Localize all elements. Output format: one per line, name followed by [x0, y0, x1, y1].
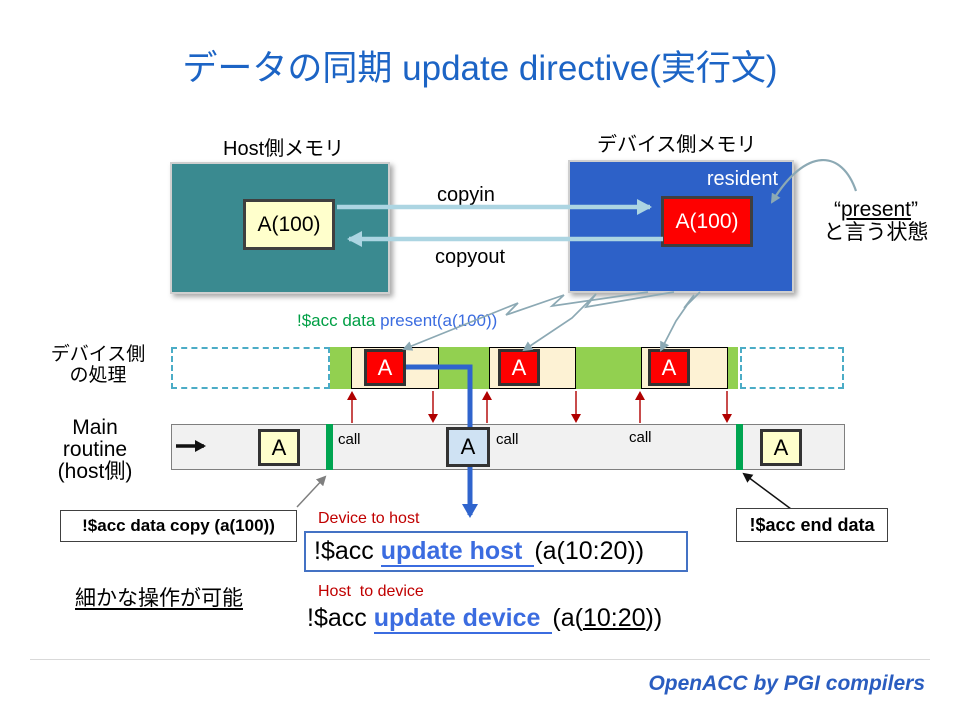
- present-directive-green: !$acc data: [297, 311, 381, 330]
- host-a-cell-updated: A: [446, 427, 490, 467]
- fine-control-note: 細かな操作が可能: [75, 587, 243, 610]
- update-device-directive: !$acc update device (a(10:20)): [307, 604, 663, 634]
- copyin-label: copyin: [437, 184, 495, 206]
- present-link-arrow-2: [522, 291, 675, 352]
- resident-label: resident: [706, 168, 778, 190]
- present-note: “present” と言う状態: [806, 198, 946, 244]
- host-memory-box: A(100): [170, 162, 390, 294]
- host-row-label: Main routine (host側): [57, 416, 133, 483]
- device-memory-box: resident A(100): [568, 160, 794, 293]
- host-to-device-label: Host to device: [318, 583, 424, 600]
- data-copy-directive-box: !$acc data copy (a(100)): [60, 510, 297, 542]
- device-memory-label: デバイス側メモリ: [597, 134, 757, 156]
- host-a-cell-2: A: [760, 429, 802, 466]
- footer-credit: OpenACC by PGI compilers: [648, 672, 925, 695]
- data-region-end-tick: [736, 424, 743, 470]
- call-label-2: call: [496, 431, 519, 448]
- copyout-label: copyout: [435, 246, 506, 268]
- device-a-cell-2: A: [498, 349, 540, 386]
- call-label-3: call: [629, 429, 652, 446]
- data-copy-pointer-arrow: [296, 475, 327, 508]
- update-host-directive: !$acc update host (a(10:20)): [304, 531, 688, 572]
- present-directive-blue: present(a(100)): [380, 311, 498, 330]
- update-host-keyword: update host: [380, 537, 535, 567]
- device-row-dashed-right: [740, 347, 844, 389]
- present-note-line1: “present”: [833, 198, 919, 221]
- device-a-cell-1: A: [364, 349, 406, 386]
- page-title: データの同期 update directive(実行文): [182, 49, 778, 88]
- end-data-pointer-arrow: [742, 472, 792, 510]
- host-array-cell: A(100): [243, 199, 335, 250]
- end-data-directive-box: !$acc end data: [736, 508, 888, 542]
- host-a-cell-1: A: [258, 429, 300, 466]
- footer-divider: [30, 659, 930, 660]
- device-row-dashed-left: [171, 347, 330, 389]
- present-directive: !$acc data present(a(100)): [297, 311, 497, 331]
- device-a-cell-3: A: [648, 349, 690, 386]
- present-note-line2: と言う状態: [823, 221, 929, 244]
- device-to-host-label: Device to host: [318, 510, 420, 527]
- call-label-1: call: [338, 431, 361, 448]
- device-array-cell: A(100): [661, 196, 753, 247]
- update-device-keyword: update device: [373, 604, 553, 634]
- device-row-label: デバイス側 の処理: [50, 344, 146, 386]
- data-region-start-tick: [326, 424, 333, 470]
- host-memory-label: Host側メモリ: [223, 138, 345, 160]
- present-link-arrow-3: [660, 291, 701, 352]
